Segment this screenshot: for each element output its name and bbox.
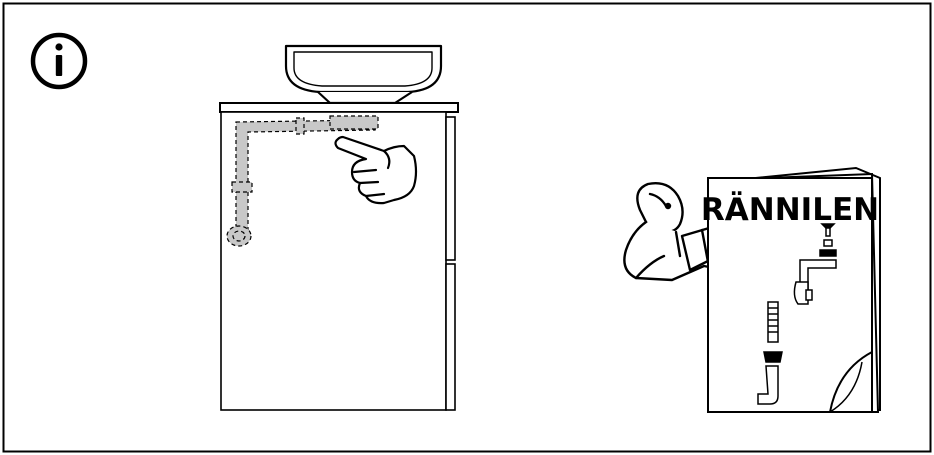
info-icon (30, 32, 88, 90)
drawer-front-bottom (445, 263, 456, 411)
cabinet (220, 111, 456, 411)
booklet-title: RÄNNILEN (701, 192, 879, 228)
instruction-booklet: RÄNNILEN (701, 166, 881, 413)
drain-pipe (226, 115, 379, 247)
drawer-front-top (445, 116, 456, 261)
pointing-hand-icon (334, 135, 418, 205)
trap-parts (757, 223, 837, 405)
countertop (219, 102, 459, 113)
wash-basin (284, 44, 443, 105)
